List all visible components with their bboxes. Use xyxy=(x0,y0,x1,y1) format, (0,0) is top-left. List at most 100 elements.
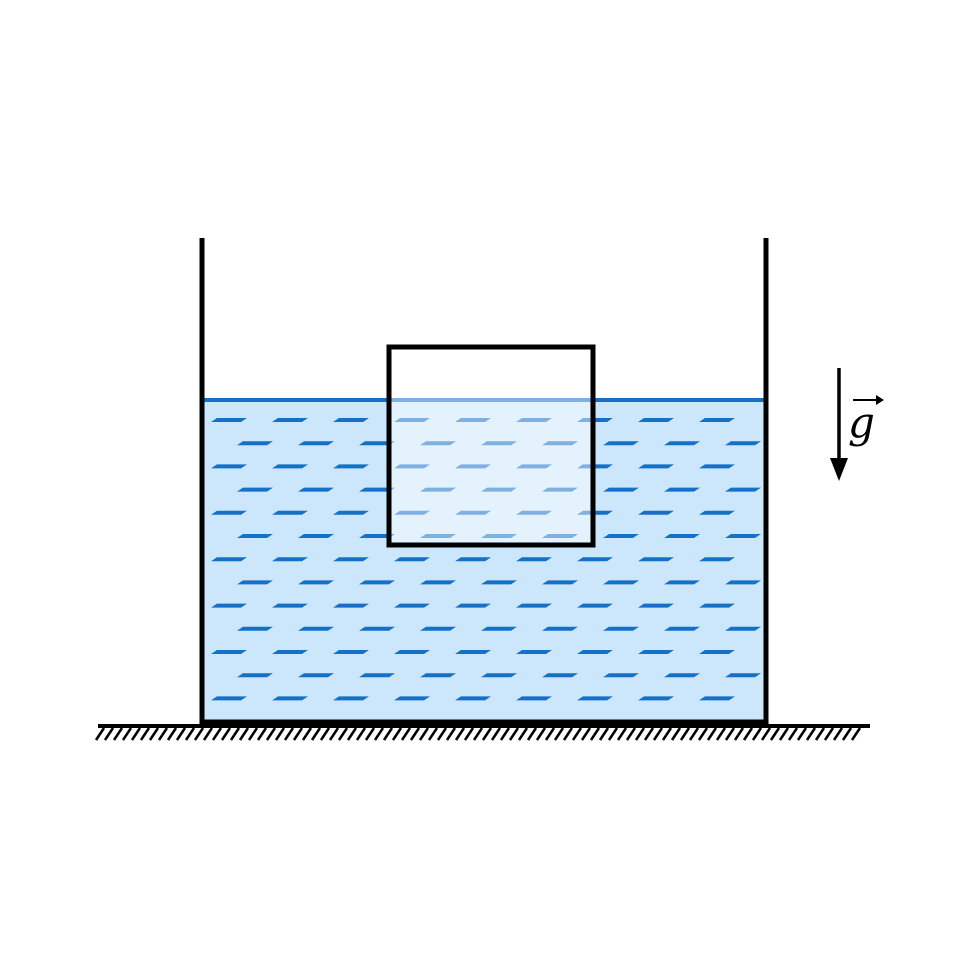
water-ripple-dash xyxy=(664,534,700,538)
hatch-line xyxy=(796,727,808,741)
water-ripple-dash xyxy=(664,626,700,631)
hatch-line xyxy=(400,727,412,741)
water-ripple-dash xyxy=(664,580,700,585)
hatch-line xyxy=(814,727,826,741)
water-ripple-dash xyxy=(638,696,674,701)
water-ripples xyxy=(211,418,761,701)
water-ripple-dash xyxy=(211,510,247,515)
water-ripple-dash xyxy=(359,673,395,678)
water-ripple-dash xyxy=(359,441,395,446)
water-ripple-dash xyxy=(699,696,735,701)
hatch-line xyxy=(193,727,205,741)
water-ripple-dash xyxy=(725,441,761,446)
water-ripple-dash xyxy=(516,603,552,608)
hatch-line xyxy=(769,727,781,741)
water-ripple-dash xyxy=(237,487,273,492)
water-ripple-dash xyxy=(577,696,613,701)
hatch-line xyxy=(157,727,169,741)
water-ripple-dash xyxy=(725,626,761,631)
hatch-line xyxy=(580,727,592,741)
hatch-line xyxy=(256,727,268,741)
hatch-line xyxy=(265,727,277,741)
water-ripple-dash xyxy=(333,557,369,562)
hatch-line xyxy=(832,727,844,741)
hatch-line xyxy=(724,727,736,741)
water-ripple-dash xyxy=(272,557,308,562)
water-ripple-dash xyxy=(638,603,674,608)
floating-block xyxy=(386,344,596,548)
water-ripple-dash xyxy=(394,510,430,515)
water-ripple-dash xyxy=(481,487,517,492)
water-ripple-dash xyxy=(516,418,552,422)
water-ripple-dash xyxy=(699,464,735,469)
hatch-line xyxy=(121,727,133,741)
water-ripple-dash xyxy=(603,673,639,678)
water-ripple-dash xyxy=(237,534,273,538)
water-ripple-dash xyxy=(455,650,491,654)
hatch-line xyxy=(328,727,340,741)
water-ripple-dash xyxy=(359,487,395,492)
hatch-line xyxy=(211,727,223,741)
hatch-line xyxy=(490,727,502,741)
hatch-line xyxy=(148,727,160,741)
water-ripple-dash xyxy=(272,696,308,701)
water-ripple-dash xyxy=(298,673,334,678)
hatch-line xyxy=(544,727,556,741)
water-ripple-dash xyxy=(394,603,430,608)
water-ripple-dash xyxy=(394,650,430,654)
hatch-line xyxy=(301,727,313,741)
water-ripple-dash xyxy=(211,464,247,469)
water-ripple-dash xyxy=(298,441,334,446)
water-ripple-dash xyxy=(638,510,674,515)
gravity-label: g xyxy=(848,398,875,447)
hatch-line xyxy=(292,727,304,741)
water-ripple-dash xyxy=(420,580,456,585)
water-ripple-dash xyxy=(664,487,700,492)
hatch-line xyxy=(571,727,583,741)
water-ripple-dash xyxy=(394,696,430,701)
hatch-line xyxy=(274,727,286,741)
hatch-line xyxy=(283,727,295,741)
hatch-line xyxy=(409,727,421,741)
hatch-line xyxy=(661,727,673,741)
hatch-line xyxy=(670,727,682,741)
water-ripple-dash xyxy=(394,557,430,562)
water-ripple-dash xyxy=(272,603,308,608)
water-ripple-dash xyxy=(359,580,395,585)
hatch-line xyxy=(634,727,646,741)
water-ripple-dash xyxy=(516,464,552,469)
hatch-line xyxy=(202,727,214,741)
water-ripple-dash xyxy=(542,534,578,538)
water-ripple-dash xyxy=(542,580,578,585)
water-ripple-dash xyxy=(638,464,674,469)
ground-hatching xyxy=(94,727,862,741)
hatch-line xyxy=(103,727,115,741)
hatch-line xyxy=(355,727,367,741)
water-ripple-dash xyxy=(725,487,761,492)
hatch-line xyxy=(517,727,529,741)
hatch-line xyxy=(607,727,619,741)
water-ripple-dash xyxy=(542,626,578,631)
water-ripple-dash xyxy=(603,487,639,492)
water-ripple-dash xyxy=(298,487,334,492)
gravity-arrow-head xyxy=(830,458,848,481)
water-ripple-dash xyxy=(394,418,430,422)
water-ripple-dash xyxy=(272,464,308,469)
water-ripple-dash xyxy=(577,603,613,608)
water-ripple-dash xyxy=(699,650,735,654)
water-ripple-dash xyxy=(455,464,491,469)
water-ripple-dash xyxy=(725,580,761,585)
water-ripple-dash xyxy=(516,510,552,515)
water-ripple-dash xyxy=(333,510,369,515)
hatch-line xyxy=(130,727,142,741)
hatch-line xyxy=(733,727,745,741)
water-ripple-dash xyxy=(237,580,273,585)
hatch-line xyxy=(337,727,349,741)
hatch-line xyxy=(778,727,790,741)
water-ripple-dash xyxy=(603,580,639,585)
hatch-line xyxy=(706,727,718,741)
hatch-line xyxy=(391,727,403,741)
water-ripple-dash xyxy=(455,510,491,515)
water-ripple-dash xyxy=(638,650,674,654)
